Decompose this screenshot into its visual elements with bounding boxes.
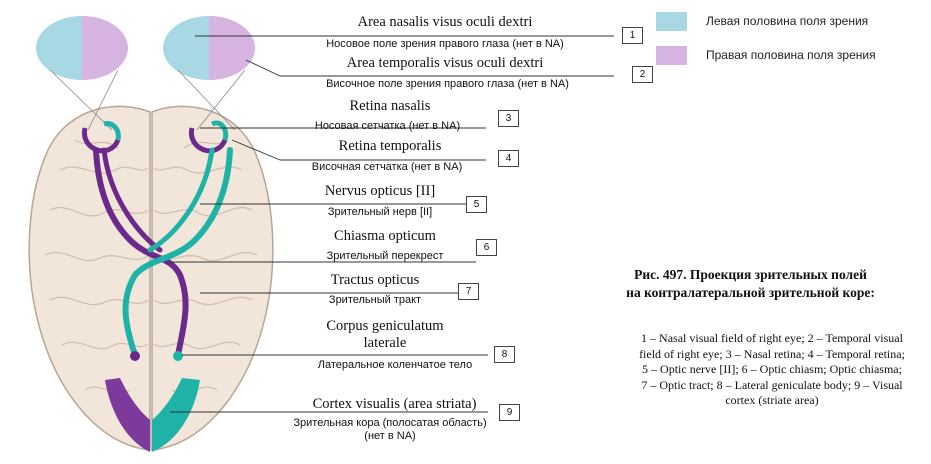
label-9-latin: Cortex visualis (area striata) [292,396,497,413]
label-7-russian: Зрительный тракт [290,294,460,307]
label-3-latin: Retina nasalis [300,98,480,115]
left-geniculate [130,351,140,361]
label-4-number: 4 [498,150,519,167]
caption-body: 1 – Nasal visual field of right eye; 2 –… [562,331,931,409]
label-6-number: 6 [476,239,497,256]
label-2-number: 2 [632,66,653,83]
label-3-russian: Носовая сетчатка (нет в NA) [285,120,490,133]
label-1-latin: Area nasalis visus oculi dextri [285,14,605,31]
label-6-russian: Зрительный перекрест [295,250,475,263]
label-1-russian: Носовое поле зрения правого глаза (нет в… [275,38,615,51]
label-7-latin: Tractus opticus [290,272,460,289]
left-eye-field [30,10,134,90]
label-6-latin: Chiasma opticum [295,228,475,245]
legend-swatch-right [656,46,687,65]
label-5-latin: Nervus opticus [II] [290,183,470,200]
label-3-number: 3 [498,110,519,127]
label-8-number: 8 [494,346,515,363]
label-5-number: 5 [466,196,487,213]
label-2-russian: Височное поле зрения правого глаза (нет … [275,78,620,91]
label-9-number: 9 [499,404,520,421]
legend-label-right: Правая половина поля зрения [706,48,876,62]
label-9-russian: Зрительная кора (полосатая область) (нет… [285,417,495,442]
label-8-russian: Латеральное коленчатое тело [300,359,490,372]
right-geniculate [173,351,183,361]
caption-title-line2: на контралатеральной зрительной коре: [570,284,931,302]
caption-title-line1: Рис. 497. Проекция зрительных полей [570,266,931,284]
label-5-russian: Зрительный нерв [II] [290,206,470,219]
brain-hemispheres [29,106,273,450]
label-1-number: 1 [622,27,643,44]
label-8-latin: Corpus geniculatum laterale [315,318,455,351]
legend-label-left: Левая половина поля зрения [706,14,868,28]
label-7-number: 7 [458,283,479,300]
right-eye-field [158,10,260,90]
label-2-latin: Area temporalis visus oculi dextri [285,55,605,72]
label-4-latin: Retina temporalis [300,138,480,155]
legend-swatch-left [656,12,687,31]
label-4-russian: Височная сетчатка (нет в NA) [282,161,492,174]
